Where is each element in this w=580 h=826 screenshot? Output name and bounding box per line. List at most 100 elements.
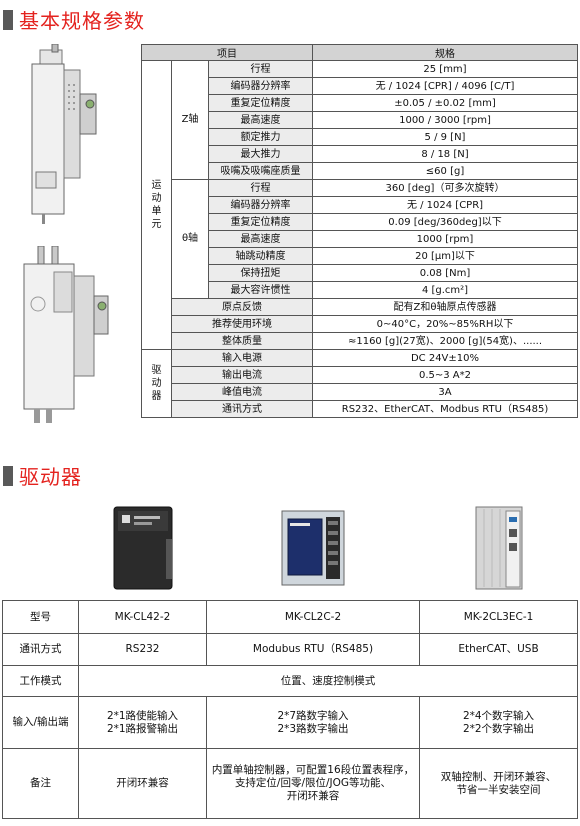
row-label: 备注 [2,748,79,819]
row-label: 通讯方式 [171,400,313,418]
row-value: 0.09 [deg/360deg]以下 [312,213,578,231]
row-value: RS232、EtherCAT、Modbus RTU（RS485) [312,400,578,418]
table-row: 运动单元 Z轴 行程 25 [mm] [141,60,578,350]
row-label: 输入电源 [171,349,313,367]
section-marker [3,9,13,30]
row-label: 型号 [2,600,79,634]
row-label: 整体质量 [171,332,313,350]
table-row: 驱动器 输入电源 DC 24V±10% [141,349,578,418]
table-row: 重复定位精度±0.05 / ±0.02 [mm] [142,94,578,112]
row-value: 配有Z和θ轴原点传感器 [312,298,578,316]
section-marker [3,465,13,486]
model-cell: MK-CL42-2 [78,600,207,634]
driver-table: 型号 MK-CL42-2 MK-CL2C-2 MK-2CL3EC-1 通讯方式 … [2,600,578,819]
comm-cell: Modubus RTU（RS485) [206,633,420,666]
row-label: 行程 [208,60,313,78]
comm-cell: EtherCAT、USB [419,633,578,666]
table-row: 通讯方式 RS232 Modubus RTU（RS485) EtherCAT、U… [2,633,578,666]
actuator-illustration-bottom [23,246,109,423]
row-value: DC 24V±10% [312,349,578,367]
note-cell: 内置单轴控制器，可配置16段位置表程序，支持定位/回零/限位/JOG等功能、开闭… [206,748,420,819]
row-value: 无 / 1024 [CPR] / 4096 [C/T] [312,77,578,95]
row-label: 输出电流 [171,366,313,384]
row-label: 轴跳动精度 [208,247,313,265]
spec-table: 项目 规格 运动单元 Z轴 行程 25 [mm] 编码器分辨率无 / 1024 … [141,44,578,418]
row-value: ±0.05 / ±0.02 [mm] [312,94,578,112]
row-value: 1000 [rpm] [312,230,578,248]
table-row: 整体质量≈1160 [g](27宽)、2000 [g](54宽)、...... [142,332,578,350]
group-motion-unit: 运动单元 [141,60,172,350]
row-label: 推荐使用环境 [171,315,313,333]
note-cell: 开闭环兼容 [78,748,207,819]
axis-z-label: Z轴 [171,60,209,180]
table-row: 原点反馈配有Z和θ轴原点传感器 [142,298,578,316]
row-value: ≤60 [g] [312,162,578,180]
row-label: 额定推力 [208,128,313,146]
row-value: 5 / 9 [N] [312,128,578,146]
table-row: θ轴 行程 360 [deg]（可多次旋转） [142,179,578,299]
axis-theta-label: θ轴 [171,179,209,299]
row-label: 最高速度 [208,230,313,248]
model-cell: MK-2CL3EC-1 [419,600,578,634]
row-value: 360 [deg]（可多次旋转） [312,179,578,197]
note-cell: 双轴控制、开闭环兼容、节省一半安装空间 [419,748,578,819]
group-driver: 驱动器 [141,349,172,418]
row-label: 编码器分辨率 [208,196,313,214]
row-label: 通讯方式 [2,633,79,666]
row-value: 25 [mm] [312,60,578,78]
row-label: 行程 [208,179,313,197]
row-value: 4 [g.cm²] [312,281,578,299]
section-title: 基本规格参数 [19,9,145,33]
section-header-drivers: 驱动器 [3,461,82,490]
table-row: 编码器分辨率无 / 1024 [CPR] [142,196,578,214]
table-row: 型号 MK-CL42-2 MK-CL2C-2 MK-2CL3EC-1 [2,600,578,634]
row-value: ≈1160 [g](27宽)、2000 [g](54宽)、...... [312,332,578,350]
row-label: 最大推力 [208,145,313,163]
table-row: 备注 开闭环兼容 内置单轴控制器，可配置16段位置表程序，支持定位/回零/限位/… [2,748,578,819]
row-label: 工作模式 [2,665,79,697]
driver-image-2cl3ec [475,506,523,590]
section-header-specs: 基本规格参数 [3,5,145,34]
row-label: 编码器分辨率 [208,77,313,95]
row-value: 3A [312,383,578,401]
comm-cell: RS232 [78,633,207,666]
model-cell: MK-CL2C-2 [206,600,420,634]
row-label: 最大容许惯性 [208,281,313,299]
row-label: 原点反馈 [171,298,313,316]
actuator-illustration-top [31,44,97,224]
row-value: 0~40°C，20%~85%RH以下 [312,315,578,333]
row-label: 最高速度 [208,111,313,129]
row-label: 重复定位精度 [208,94,313,112]
table-header-row: 项目 规格 [141,44,578,61]
row-value: 无 / 1024 [CPR] [312,196,578,214]
row-label: 峰值电流 [171,383,313,401]
row-label: 重复定位精度 [208,213,313,231]
driver-image-cl42 [113,506,173,590]
row-label: 输入/输出端 [2,696,79,749]
row-label: 保持扭矩 [208,264,313,282]
table-row: 工作模式 位置、速度控制模式 [2,665,578,697]
table-row: 吸嘴及吸嘴座质量≤60 [g] [142,162,578,180]
header-item: 项目 [141,44,313,61]
header-spec: 规格 [312,44,578,61]
row-value: 0.5~3 A*2 [312,366,578,384]
row-value: 8 / 18 [N] [312,145,578,163]
driver-image-cl2c [281,510,345,586]
row-value: 0.08 [Nm] [312,264,578,282]
row-value: 20 [μm]以下 [312,247,578,265]
